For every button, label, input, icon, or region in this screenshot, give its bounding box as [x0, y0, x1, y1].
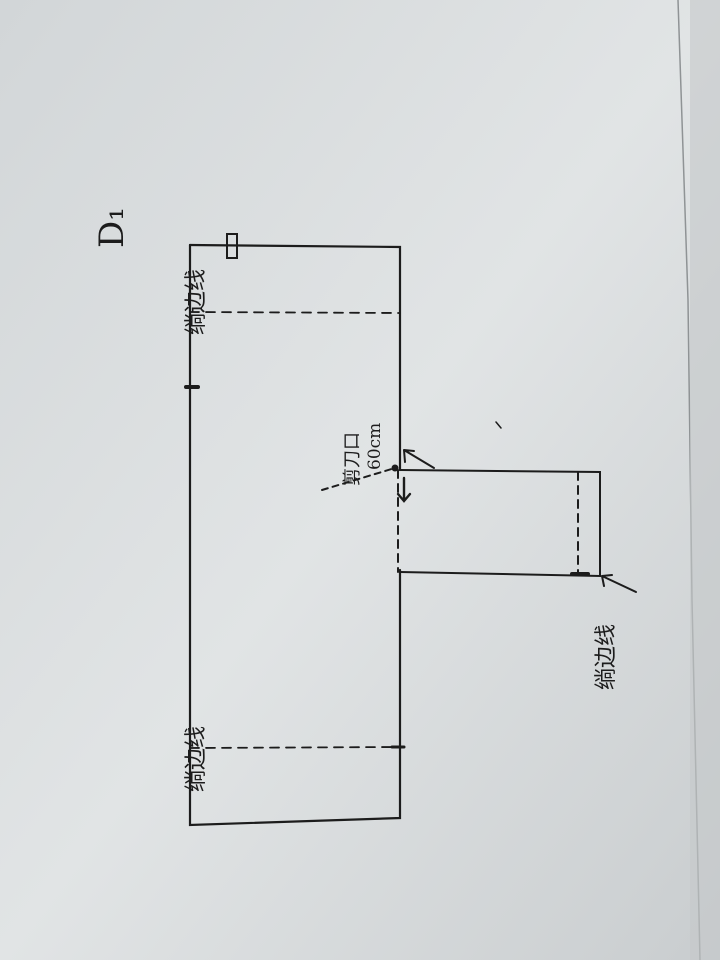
extension-panel	[399, 469, 601, 578]
label-measurement: 60cm	[365, 422, 385, 470]
pattern-letter: D₁	[92, 207, 132, 248]
label-cut-mark: 剪刀口	[342, 432, 363, 486]
label-seam-extension: 绱边线	[594, 623, 619, 690]
cut-mark-point	[391, 464, 399, 472]
label-seam-top-right: 绱边线	[184, 268, 209, 335]
grain-marker	[226, 233, 238, 259]
label-seam-top-left: 绱边线	[184, 725, 209, 792]
paper-shadow	[690, 0, 720, 960]
seam-line-top	[189, 311, 401, 314]
pencil-speck	[495, 421, 502, 429]
arrow-corner-icon	[601, 574, 637, 593]
main-panel-outline-bottom	[188, 243, 402, 827]
arrow-diagonal-icon	[403, 449, 435, 469]
main-panel-outline-top	[188, 243, 402, 472]
seam-line-bottom	[189, 746, 401, 749]
arrow-down-icon	[396, 476, 412, 503]
cut-mark-line	[321, 467, 396, 491]
